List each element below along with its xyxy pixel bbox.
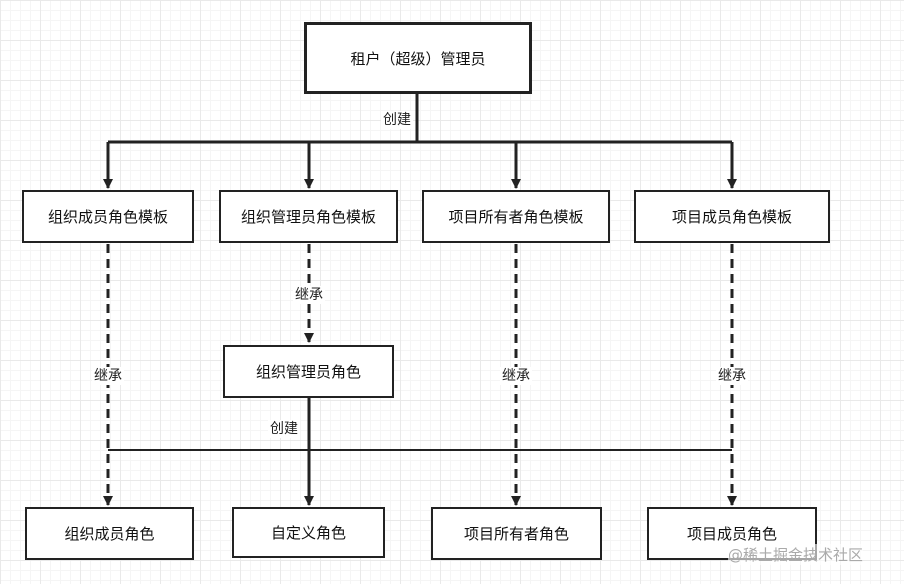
inherit-label-project-owner: 继承 [500,367,532,385]
watermark: @稀土掘金技术社区 [728,544,864,565]
inherit-label-project-member: 继承 [716,367,748,385]
node-org-member-template: 组织成员角色模板 [22,190,194,243]
node-custom-role: 自定义角色 [232,507,385,558]
create-label-top: 创建 [381,111,413,129]
node-org-admin-template: 组织管理员角色模板 [219,190,398,243]
inherit-label-org-member: 继承 [92,367,124,385]
node-project-owner-template: 项目所有者角色模板 [422,190,610,243]
create-label-bottom: 创建 [268,420,300,438]
node-org-admin-role: 组织管理员角色 [223,345,394,398]
node-tenant-admin: 租户（超级）管理员 [304,22,532,94]
node-project-member-template: 项目成员角色模板 [634,190,830,243]
node-org-member-role: 组织成员角色 [25,507,194,560]
inherit-label-org-admin: 继承 [293,286,325,304]
node-project-owner-role: 项目所有者角色 [431,507,602,560]
